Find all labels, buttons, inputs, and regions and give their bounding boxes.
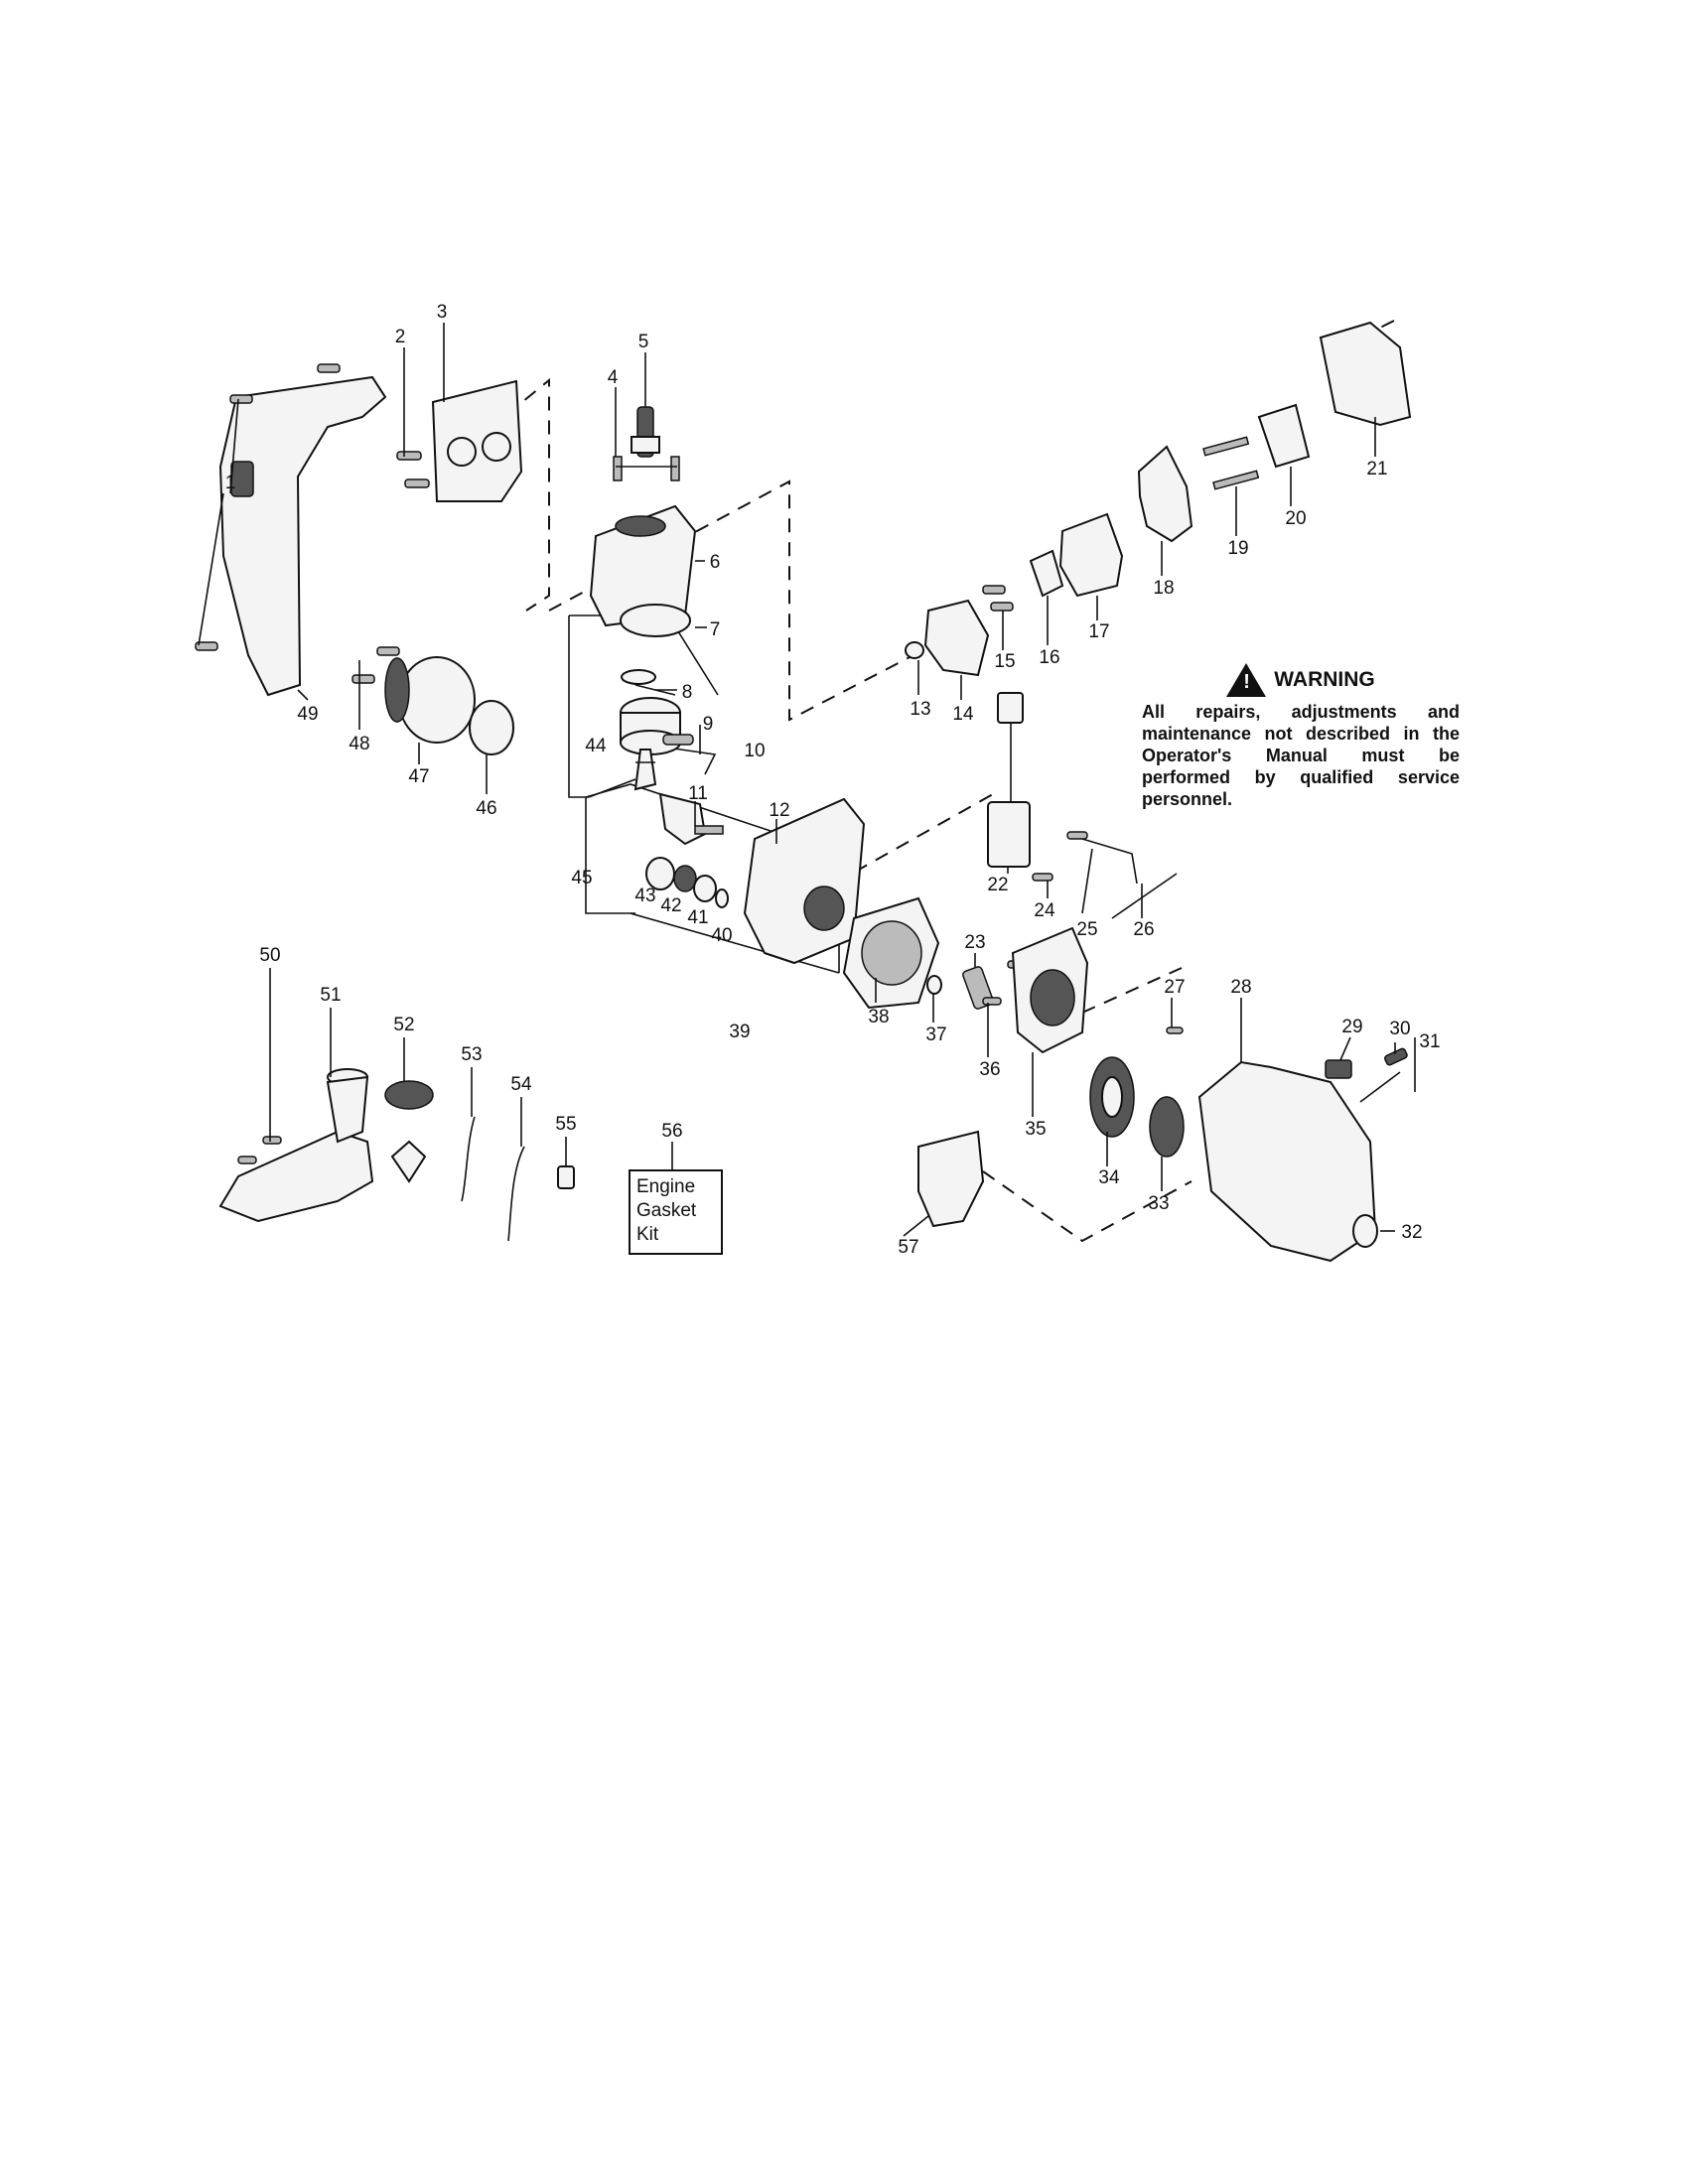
callout-1: 1 [225, 473, 236, 493]
warning-header: ! WARNING [1142, 663, 1460, 697]
callout-40: 40 [711, 925, 732, 946]
engine-gasket-kit-box: Engine Gasket Kit [629, 1169, 723, 1255]
callout-4: 4 [608, 367, 619, 388]
callout-18: 18 [1153, 578, 1174, 599]
callout-49: 49 [297, 704, 318, 725]
callout-30: 30 [1389, 1019, 1410, 1039]
callout-45: 45 [571, 868, 592, 888]
callout-46: 46 [476, 798, 496, 819]
callout-13: 13 [910, 699, 930, 720]
callout-32: 32 [1401, 1222, 1422, 1243]
callout-42: 42 [660, 895, 681, 916]
callout-55: 55 [555, 1114, 576, 1135]
callout-2: 2 [395, 327, 406, 347]
callout-5: 5 [638, 332, 649, 352]
callout-24: 24 [1034, 900, 1055, 921]
callout-3: 3 [437, 302, 448, 323]
callout-36: 36 [979, 1059, 1000, 1080]
callout-17: 17 [1088, 621, 1109, 642]
callout-27: 27 [1164, 977, 1185, 998]
callout-14: 14 [952, 704, 974, 725]
callout-7: 7 [710, 619, 721, 640]
callout-21: 21 [1366, 459, 1387, 479]
callout-39: 39 [729, 1022, 750, 1042]
warning-title: WARNING [1274, 668, 1375, 691]
callout-6: 6 [710, 552, 721, 573]
callout-34: 34 [1098, 1167, 1120, 1188]
callout-8: 8 [682, 682, 693, 703]
callout-47: 47 [408, 766, 429, 787]
callout-35: 35 [1025, 1119, 1046, 1140]
callout-48: 48 [349, 734, 369, 754]
callout-28: 28 [1230, 977, 1251, 998]
callout-20: 20 [1285, 508, 1306, 529]
callout-37: 37 [925, 1024, 946, 1045]
callout-53: 53 [461, 1044, 482, 1065]
leader-lines [198, 323, 1416, 1237]
warning-notice: ! WARNING All repairs, adjustments and m… [1142, 663, 1460, 810]
callout-33: 33 [1148, 1193, 1169, 1214]
callout-16: 16 [1039, 647, 1059, 668]
callout-41: 41 [687, 907, 708, 928]
callout-57: 57 [898, 1237, 918, 1258]
callout-54: 54 [510, 1074, 532, 1095]
warning-text: All repairs, adjustments and maintenance… [1142, 702, 1460, 809]
callout-22: 22 [987, 875, 1008, 895]
callout-11: 11 [688, 783, 708, 804]
callout-26: 26 [1133, 919, 1154, 940]
callout-38: 38 [868, 1007, 889, 1027]
part-shapes [195, 321, 1412, 1263]
callout-50: 50 [259, 945, 280, 966]
callout-15: 15 [994, 651, 1015, 672]
callout-52: 52 [393, 1015, 414, 1035]
callout-56: 56 [661, 1121, 682, 1142]
callout-43: 43 [634, 886, 655, 906]
callout-10: 10 [744, 741, 765, 761]
callout-29: 29 [1341, 1017, 1362, 1037]
callout-9: 9 [703, 714, 714, 735]
callout-51: 51 [320, 985, 341, 1006]
callout-25: 25 [1076, 919, 1097, 940]
callout-44: 44 [585, 736, 607, 756]
callout-labels: 1 2 3 4 5 6 7 8 9 10 11 12 13 14 15 16 1… [225, 302, 1441, 1258]
callout-31: 31 [1419, 1031, 1440, 1052]
callout-23: 23 [964, 932, 985, 953]
warning-triangle-icon: ! [1226, 663, 1267, 697]
callout-19: 19 [1227, 538, 1248, 559]
callout-12: 12 [769, 800, 789, 821]
